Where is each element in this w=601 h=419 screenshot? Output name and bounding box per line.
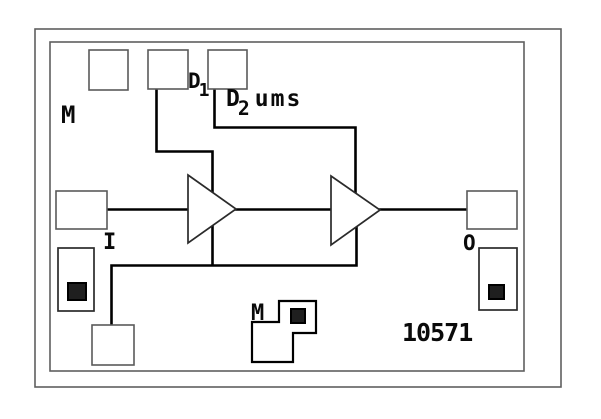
outer-chip-frame — [34, 28, 562, 388]
drain1-subscript: 1 — [198, 80, 210, 102]
top-bond-pad-1 — [88, 49, 129, 91]
left-via-pad — [57, 247, 95, 312]
drain2-subscript: 2 — [237, 96, 250, 120]
drain2-letter: D — [226, 86, 240, 112]
drain1-letter: D — [188, 69, 201, 93]
right-via-square — [488, 284, 505, 300]
ground-return-wire — [110, 224, 358, 325]
ums-foundry-label: ums — [254, 86, 303, 112]
center-via-square — [290, 308, 306, 324]
drain1-label: D1 — [188, 69, 210, 100]
right-via-pad — [478, 247, 518, 311]
top-bond-pad-3 — [207, 49, 248, 90]
bias2-wire — [213, 89, 357, 205]
output-bond-pad — [466, 190, 518, 230]
input-port-label: I — [103, 230, 117, 255]
mark-label-top: M — [61, 101, 76, 129]
part-number-label: 10571 — [402, 318, 473, 347]
amplifier-stage-2-icon — [330, 174, 382, 247]
bias1-wire — [155, 89, 214, 265]
output-port-label: O — [463, 231, 476, 255]
bond-pads — [55, 49, 518, 366]
inner-chip-frame — [49, 41, 525, 372]
mark-label-bottom: M — [251, 301, 265, 326]
bottom-bond-pad — [91, 324, 135, 366]
amplifier-stage-1-icon — [187, 173, 238, 245]
interconnect-wires — [107, 89, 467, 325]
left-via-square — [67, 282, 87, 301]
input-bond-pad — [55, 190, 108, 230]
top-bond-pad-2 — [147, 49, 189, 90]
